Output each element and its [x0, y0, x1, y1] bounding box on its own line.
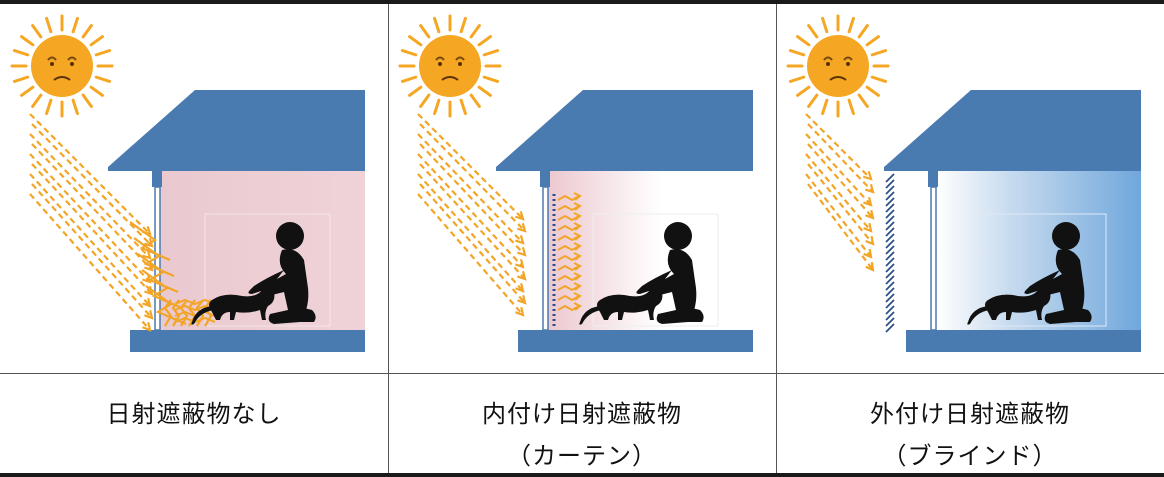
exterior-blind [885, 173, 895, 333]
sun-icon [398, 14, 502, 118]
caption-divider [0, 373, 1164, 374]
cat-icon [967, 282, 1051, 325]
heat-waves [557, 192, 582, 312]
sun-rays [805, 113, 875, 272]
house-illustration-curtain [398, 14, 753, 352]
top-rule [0, 0, 1164, 4]
floor [518, 330, 753, 352]
eave [928, 167, 938, 187]
window-glass [542, 186, 549, 331]
floor [906, 330, 1141, 352]
caption-line-1: 日射遮蔽物なし [106, 400, 282, 428]
floor [130, 330, 365, 352]
panel-divider-2 [776, 4, 777, 473]
caption-line-2: （カーテン） [507, 442, 657, 470]
roof [108, 90, 365, 171]
panel-exterior-shading: 外付け日射遮蔽物 （ブラインド） [776, 4, 1164, 473]
panel-no-shading: 日射遮蔽物なし [0, 4, 388, 473]
window-glass [930, 186, 937, 331]
cat-icon [579, 282, 663, 325]
bottom-rule [0, 473, 1164, 477]
person-icon [248, 222, 316, 324]
sun-rays [417, 113, 527, 317]
eave [540, 167, 550, 187]
house-illustration-no-shading [10, 14, 365, 352]
caption-line-1: 内付け日射遮蔽物 [482, 400, 682, 428]
panel-interior-shading: 内付け日射遮蔽物 （カーテン） [388, 4, 776, 473]
person-icon [636, 222, 704, 324]
eave [152, 167, 162, 187]
roof [884, 90, 1141, 171]
sun-icon [10, 14, 114, 118]
sun-icon [786, 14, 890, 118]
cat-icon [191, 282, 275, 325]
roof [496, 90, 753, 171]
person-icon [1024, 222, 1092, 324]
caption-line-2: （ブラインド） [882, 442, 1058, 470]
house-illustration-blind [786, 14, 1141, 352]
panel-divider-1 [388, 4, 389, 473]
caption-line-1: 外付け日射遮蔽物 [870, 400, 1070, 428]
